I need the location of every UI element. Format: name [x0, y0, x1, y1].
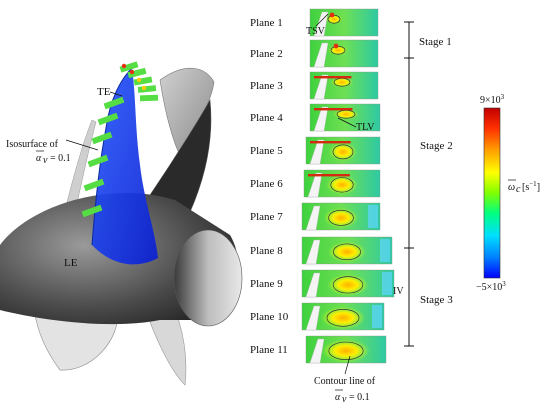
plane-11: Plane 11	[250, 335, 387, 364]
colorbar-min-label: −5×103	[476, 280, 506, 293]
vortex-core	[321, 339, 371, 363]
isosurface-label: Isosurface of	[6, 139, 59, 150]
blade-section	[305, 205, 321, 231]
plane-label: Plane 1	[250, 17, 283, 29]
blade-section	[313, 11, 329, 37]
blade-section	[309, 338, 325, 364]
plane-10: Plane 10	[250, 302, 385, 331]
tip-leakage-sheet	[310, 141, 351, 144]
svg-text:[s−1]: [s−1]	[522, 180, 540, 193]
plane-label: Plane 5	[250, 145, 283, 157]
blade-section	[305, 239, 321, 265]
svg-text:c: c	[516, 184, 521, 195]
svg-text:α: α	[36, 153, 42, 164]
blade-section	[313, 106, 329, 132]
blade-section	[305, 272, 321, 298]
propeller-3d-view: TE LE Isosurface of α v = 0.1	[0, 61, 243, 386]
tlv-label: TLV	[356, 122, 375, 133]
plane-label: Plane 2	[250, 48, 283, 60]
stage-2-label: Stage 2	[420, 140, 453, 152]
le-label: LE	[64, 257, 78, 269]
plane-label: Plane 3	[250, 80, 283, 92]
blade-section	[307, 172, 323, 198]
stage-1-label: Stage 1	[419, 36, 452, 48]
colorbar-max-label: 9×103	[480, 93, 505, 106]
plane-label: Plane 4	[250, 112, 283, 124]
plane-9: Plane 9	[250, 269, 395, 298]
cavity-contour-line	[333, 243, 361, 261]
colorbar: 9×103 −5×103 ω c [s−1]	[476, 93, 540, 293]
cavity-contour-line	[330, 177, 354, 193]
vortex-core	[323, 207, 359, 228]
tip-vortex-slices	[81, 61, 159, 218]
vortex-core	[326, 175, 358, 195]
svg-text:v: v	[342, 394, 347, 405]
cavity-contour-line	[332, 144, 354, 160]
blade-section	[313, 42, 329, 68]
induced-vortex-region	[382, 272, 392, 295]
svg-text:α: α	[335, 392, 341, 403]
plane-contours: Plane 1 Plane 2 Plane 3 Plane 4 Plane 5 Plane…	[250, 8, 395, 364]
svg-text:= 0.1: = 0.1	[50, 153, 71, 164]
plane-3: Plane 3	[250, 71, 379, 100]
plane-label: Plane 11	[250, 344, 288, 356]
tip-separation-vortex	[329, 12, 335, 18]
induced-vortex-region	[380, 239, 390, 262]
stage-bracket: Stage 1 Stage 2 Stage 3	[404, 21, 453, 347]
vortex-core	[327, 274, 369, 296]
plane-5: Plane 5	[250, 136, 381, 165]
plane-1: Plane 1	[250, 8, 379, 37]
vortex-core	[320, 306, 366, 329]
blade-section	[309, 139, 325, 165]
colorbar-quantity-label: ω c [s−1]	[508, 179, 540, 195]
contour-formula: α v = 0.1	[335, 389, 370, 405]
stage-3-label: Stage 3	[420, 294, 453, 306]
contour-line-label: Contour line of	[314, 376, 376, 387]
vortex-core	[329, 142, 357, 161]
plane-label: Plane 9	[250, 278, 283, 290]
plane-label: Plane 7	[250, 211, 283, 223]
annotations: TSV TLV IV Contour line of α v = 0.1	[306, 13, 404, 405]
svg-text:ω: ω	[508, 182, 515, 193]
blade-right	[149, 99, 212, 213]
svg-text:v: v	[43, 155, 48, 166]
vortex-core	[327, 241, 367, 263]
iv-label: IV	[393, 286, 404, 297]
cavity-contour-line	[326, 309, 360, 327]
plane-2: Plane 2	[250, 39, 379, 68]
cavity-contour-line	[328, 209, 354, 226]
tsv-label: TSV	[306, 26, 326, 37]
induced-vortex-region	[372, 305, 382, 328]
te-label: TE	[97, 86, 111, 98]
blade-section	[305, 305, 321, 331]
plane-7: Plane 7	[250, 202, 381, 231]
plane-label: Plane 6	[250, 178, 283, 190]
colorbar-gradient	[483, 107, 501, 279]
blade-section	[313, 74, 329, 100]
cavity-contour-line	[332, 276, 364, 294]
induced-vortex-region	[368, 205, 378, 228]
tip-leakage-sheet	[314, 76, 352, 79]
tip-leakage-sheet	[314, 108, 353, 111]
cavity-contour-line	[328, 341, 364, 361]
plane-6: Plane 6	[250, 169, 381, 198]
plane-label: Plane 8	[250, 245, 283, 257]
tip-separation-vortex	[333, 43, 339, 49]
isosurface-formula: α v = 0.1	[36, 150, 71, 166]
plane-4: Plane 4	[250, 103, 381, 132]
hub-face	[173, 229, 243, 327]
plane-label: Plane 10	[250, 311, 289, 323]
svg-text:= 0.1: = 0.1	[349, 392, 370, 403]
tip-leakage-sheet	[308, 174, 350, 177]
plane-8: Plane 8	[250, 236, 393, 265]
